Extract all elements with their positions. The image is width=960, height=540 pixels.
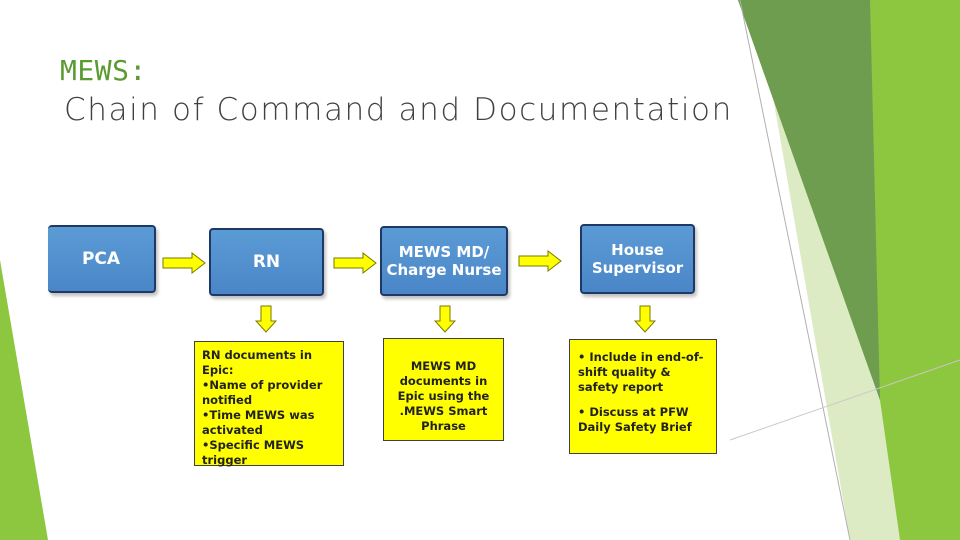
house-supervisor-box: House Supervisor xyxy=(580,224,695,294)
mews-md-note-text: MEWS MD documents in Epic using the .MEW… xyxy=(397,359,490,433)
rn-label: RN xyxy=(252,251,281,272)
arrow-down-icon xyxy=(634,305,656,333)
pca-label: PCA xyxy=(81,248,121,269)
house-note-item: • Discuss at PFW Daily Safety Brief xyxy=(578,405,692,434)
house-supervisor-label-line2: Supervisor xyxy=(591,259,684,277)
slide-title-prefix: MEWS: xyxy=(60,54,147,87)
rn-note-item: •Specific MEWS trigger xyxy=(202,438,305,467)
mews-md-documentation-note: MEWS MD documents in Epic using the .MEW… xyxy=(383,338,504,441)
green-triangle-left xyxy=(0,260,48,540)
rn-note-item: •Name of provider notified xyxy=(202,378,323,407)
rn-note-item: •Time MEWS was activated xyxy=(202,408,315,437)
house-note-item: • Include in end-of-shift quality & safe… xyxy=(578,350,704,394)
mews-md-label-line1: MEWS MD/ xyxy=(398,243,490,261)
house-supervisor-label-line1: House xyxy=(611,241,664,259)
mews-md-label-line2: Charge Nurse xyxy=(386,261,502,279)
arrow-right-icon xyxy=(518,250,562,272)
house-supervisor-note: • Include in end-of-shift quality & safe… xyxy=(569,339,717,454)
arrow-down-icon xyxy=(255,305,277,333)
rn-note-header: RN documents in Epic: xyxy=(202,348,313,377)
rn-documentation-note: RN documents in Epic: •Name of provider … xyxy=(194,341,344,467)
gray-line-2 xyxy=(729,359,960,441)
green-shape-olive xyxy=(738,0,880,400)
arrow-right-icon xyxy=(162,252,206,274)
gray-line-1 xyxy=(739,0,851,540)
arrow-right-icon xyxy=(333,252,377,274)
rn-box: RN xyxy=(209,228,324,296)
mews-md-box: MEWS MD/ Charge Nurse xyxy=(380,226,508,296)
arrow-down-icon xyxy=(434,305,456,333)
slide-title: Chain of Command and Documentation xyxy=(64,92,733,128)
pca-box: PCA xyxy=(48,225,156,293)
